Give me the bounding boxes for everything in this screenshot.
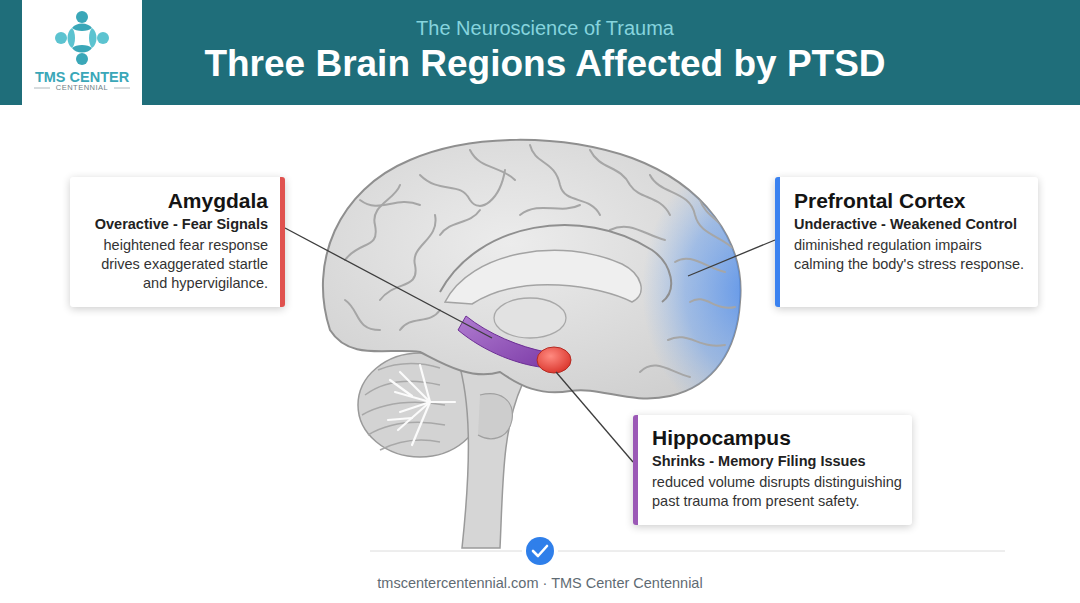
page-title: Three Brain Regions Affected by PTSD (170, 40, 920, 88)
region-status: Underactive - Weakened Control (794, 214, 1028, 234)
region-name: Amygdala (80, 188, 268, 214)
region-status: Overactive - Fear Signals (80, 214, 268, 234)
footer-divider (370, 537, 1005, 565)
cerebrum (323, 140, 795, 405)
callout-box: HippocampusShrinks - Memory Filing Issue… (633, 415, 912, 525)
subtitle: The Neuroscience of Trauma (170, 15, 920, 41)
amygdala-region (537, 347, 571, 373)
footer-credit: tmscentercentennial.com · TMS Center Cen… (240, 574, 840, 592)
region-description: diminished regulation impairs calming th… (794, 236, 1028, 274)
region-name: Prefrontal Cortex (794, 188, 1028, 214)
hippocampus-region (458, 316, 549, 368)
region-description: heightened fear response drives exaggera… (80, 236, 268, 293)
callout-box: Prefrontal CortexUnderactive - Weakened … (775, 177, 1038, 307)
region-name: Hippocampus (652, 425, 902, 451)
region-status: Shrinks - Memory Filing Issues (652, 451, 902, 471)
logo-subtitle: CENTENNIAL (22, 83, 142, 93)
region-description: reduced volume disrupts distinguishing p… (652, 473, 902, 511)
callout-box: AmygdalaOveractive - Fear Signalsheighte… (70, 177, 285, 307)
brainstem (458, 355, 527, 548)
